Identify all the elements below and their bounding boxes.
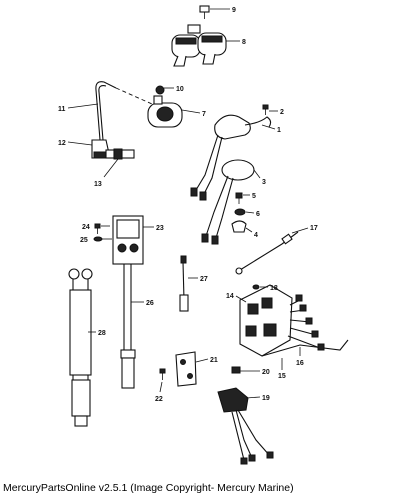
part-21-bracket: [175, 351, 197, 387]
part-24-screw: [94, 223, 101, 234]
callout-22: 22: [155, 396, 163, 403]
callout-19: 19: [262, 395, 270, 402]
copyright-footer: MercuryPartsOnline v2.5.1 (Image Copyrig…: [3, 482, 294, 494]
callout-23: 23: [156, 225, 164, 232]
part-1-trigger-assembly: [190, 114, 272, 201]
part-9-screw: [199, 5, 210, 19]
callout-20: 20: [262, 369, 270, 376]
callout-5: 5: [252, 193, 256, 200]
callout-9: 9: [232, 7, 236, 14]
part-8-twin-coil: [171, 24, 227, 67]
callout-21: 21: [210, 357, 218, 364]
callout-10: 10: [176, 86, 184, 93]
callout-24: 24: [82, 224, 90, 231]
part-22-screw: [159, 368, 166, 380]
callout-6: 6: [256, 211, 260, 218]
part-19-rectifier: [217, 387, 274, 465]
part-14-switch-box: [239, 284, 349, 357]
callout-15: 15: [278, 373, 286, 380]
part-28-battery-cable: [68, 268, 93, 427]
leader-lines: [67, 8, 309, 399]
callout-11: 11: [58, 106, 66, 113]
part-13-spark-plug: [105, 148, 135, 160]
callout-1: 1: [277, 127, 281, 134]
callout-7: 7: [202, 111, 206, 118]
parts-diagram: 9 8 10 7 11 12 13 2 1 3 5 6 4 17 18 14 1…: [58, 5, 349, 465]
callout-12: 12: [58, 140, 66, 147]
part-27-sensor: [179, 255, 189, 312]
part-4-clip: [231, 220, 247, 233]
part-2-screw: [262, 104, 269, 115]
callout-27: 27: [200, 276, 208, 283]
part-7-coil: [147, 95, 183, 128]
callout-14: 14: [226, 293, 234, 300]
callout-16: 16: [296, 360, 304, 367]
part-17-wire: [235, 231, 299, 275]
callout-18: 18: [270, 285, 278, 292]
part-11-high-tension-lead: [95, 81, 153, 141]
callout-2: 2: [280, 109, 284, 116]
callout-4: 4: [254, 232, 258, 239]
callout-8: 8: [242, 39, 246, 46]
callout-25: 25: [80, 237, 88, 244]
part-6-washer: [234, 208, 246, 216]
callout-28: 28: [98, 330, 106, 337]
callout-13: 13: [94, 181, 102, 188]
part-3-harness: [201, 159, 255, 245]
part-23-module: [112, 215, 144, 265]
part-25-washer: [93, 236, 103, 242]
callout-3: 3: [262, 179, 266, 186]
callout-26: 26: [146, 300, 154, 307]
part-5-screw: [235, 192, 243, 204]
callout-labels: 9 8 10 7 11 12 13 2 1 3 5 6 4 17 18 14 1…: [58, 7, 318, 403]
part-10-nut: [155, 85, 165, 95]
part-26-harness: [120, 264, 136, 389]
part-18-screw: [252, 284, 260, 290]
part-20-screw: [231, 366, 241, 374]
callout-17: 17: [310, 225, 318, 232]
